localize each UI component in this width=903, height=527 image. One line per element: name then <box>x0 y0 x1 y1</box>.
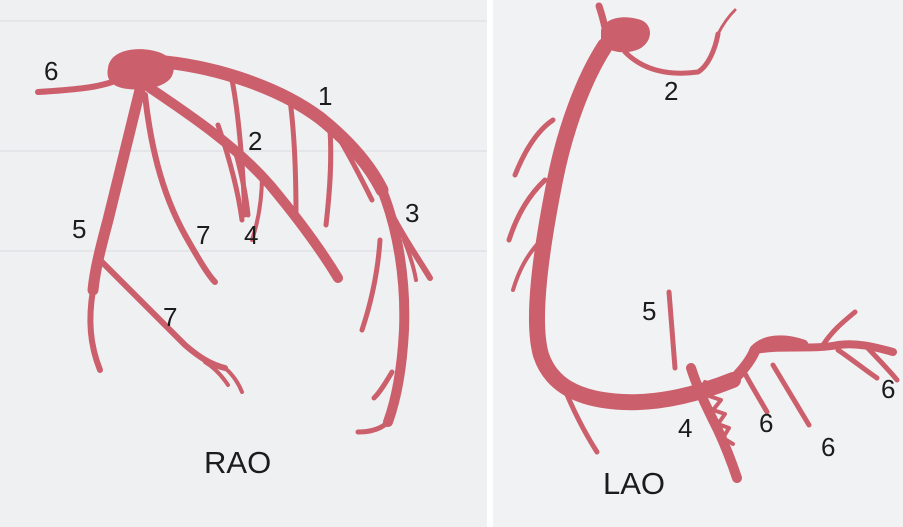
lao-vessel-6b <box>773 365 809 425</box>
lao-vessel-5 <box>669 292 675 368</box>
rao-diagram: 6 1 2 3 5 7 4 7 RAO <box>0 0 487 527</box>
lao-vessel-top <box>599 6 605 28</box>
rao-vessel-7-tail-a <box>225 368 242 392</box>
rao-diagonal-b <box>290 100 296 215</box>
lao-diagram: 2 5 4 6 6 6 LAO <box>493 0 903 527</box>
rao-coronary-tree <box>38 49 430 432</box>
lao-vessel-6a <box>743 370 767 412</box>
lao-vessel-2-tip <box>718 10 735 34</box>
lao-label-6a: 6 <box>759 408 773 438</box>
rao-panel: 6 1 2 3 5 7 4 7 RAO <box>0 0 487 527</box>
rao-label-4: 4 <box>244 220 258 250</box>
rao-view-label: RAO <box>204 445 271 480</box>
lao-label-5: 5 <box>642 296 656 326</box>
rao-label-7-upper: 7 <box>196 220 210 250</box>
lao-side-branch-a <box>515 120 553 175</box>
lao-coronary-tree <box>509 6 897 478</box>
lao-view-label: LAO <box>603 466 665 501</box>
rao-left-main <box>108 49 174 89</box>
rao-vessel-5-lower <box>90 290 100 370</box>
lao-rca-main <box>537 46 733 402</box>
lao-label-6c: 6 <box>881 374 895 404</box>
rao-vessel-1-tail <box>358 422 388 432</box>
lao-panel: 2 5 4 6 6 6 LAO <box>493 0 903 527</box>
rao-label-5: 5 <box>72 214 86 244</box>
rao-label-6: 6 <box>44 56 58 86</box>
rao-vessel-1-branch <box>374 372 392 398</box>
rao-label-2: 2 <box>248 126 262 156</box>
rao-label-3: 3 <box>405 198 419 228</box>
rao-label-1: 1 <box>318 81 332 111</box>
lao-posterolateral-branch-a <box>823 312 855 345</box>
rao-label-7-lower: 7 <box>163 302 177 332</box>
lao-label-4: 4 <box>678 413 692 443</box>
lao-label-6b: 6 <box>821 432 835 462</box>
rao-diagonal-c <box>326 130 331 225</box>
lao-label-2: 2 <box>664 76 678 106</box>
rao-vessel-3-c <box>362 240 380 330</box>
